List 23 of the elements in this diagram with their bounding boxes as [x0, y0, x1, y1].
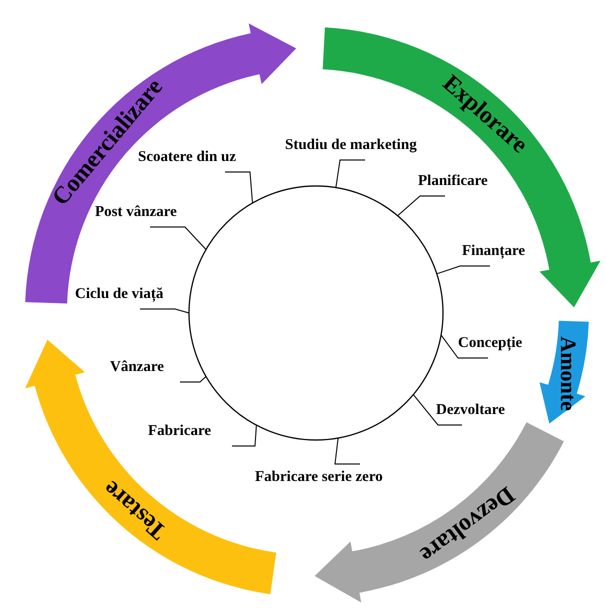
step-label: Fabricare — [148, 422, 212, 440]
step-label: Planificare — [418, 172, 488, 190]
leader-line — [436, 266, 490, 274]
step-label: Concepție — [458, 334, 522, 352]
leader-line — [335, 160, 366, 188]
leader-line — [232, 424, 257, 446]
step-label: Dezvoltare — [436, 401, 505, 419]
leader-line — [334, 438, 360, 464]
block-arrow — [540, 320, 589, 424]
leader-line — [412, 394, 462, 426]
leader-line — [224, 172, 253, 204]
step-label: Post vânzare — [95, 203, 177, 221]
step-label: Fabricare serie zero — [255, 468, 383, 486]
leader-line — [397, 196, 446, 216]
step-label: Vânzare — [110, 358, 164, 376]
step-label: Finanțare — [462, 242, 526, 260]
leader-line — [150, 226, 206, 250]
leader-line — [440, 334, 488, 358]
leader-line — [140, 308, 190, 314]
leader-line — [180, 376, 206, 382]
step-label: Ciclu de viață — [75, 285, 164, 303]
step-label: Studiu de marketing — [285, 136, 417, 154]
edge-label: Amonte — [556, 336, 582, 411]
